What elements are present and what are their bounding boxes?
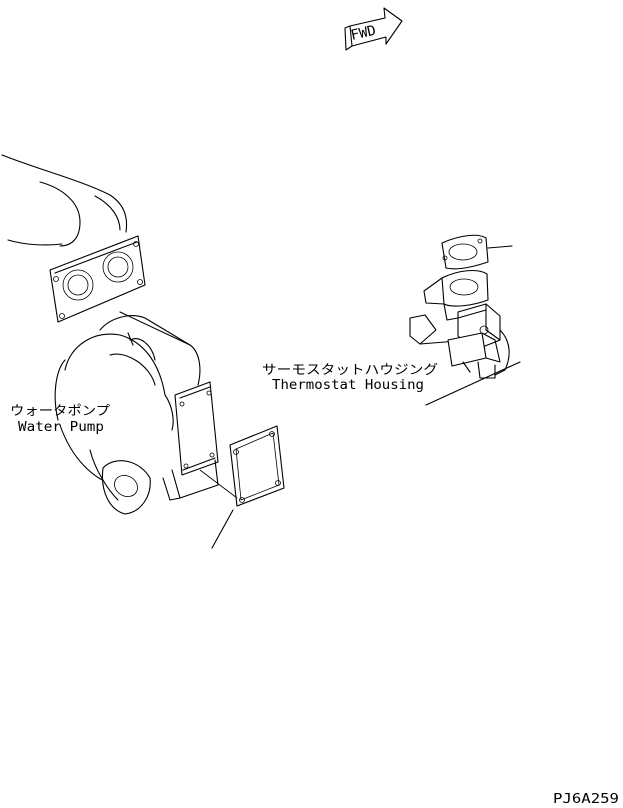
drawing-code: PJ6A259	[553, 792, 619, 807]
thermostat-label-en: Thermostat Housing	[272, 378, 424, 393]
water-pump-gasket-part	[199, 425, 285, 549]
thermostat-label-jp: サーモスタットハウジング	[262, 363, 438, 378]
water-pump-label-jp: ウォータポンプ	[10, 404, 110, 419]
fwd-arrow-icon: FWD	[344, 7, 403, 51]
upper-cover-part	[1, 154, 146, 323]
thermostat-housing-part	[409, 234, 521, 406]
water-pump-part	[54, 311, 219, 515]
water-pump-label-en: Water Pump	[18, 420, 104, 435]
fwd-label: FWD	[349, 23, 377, 44]
